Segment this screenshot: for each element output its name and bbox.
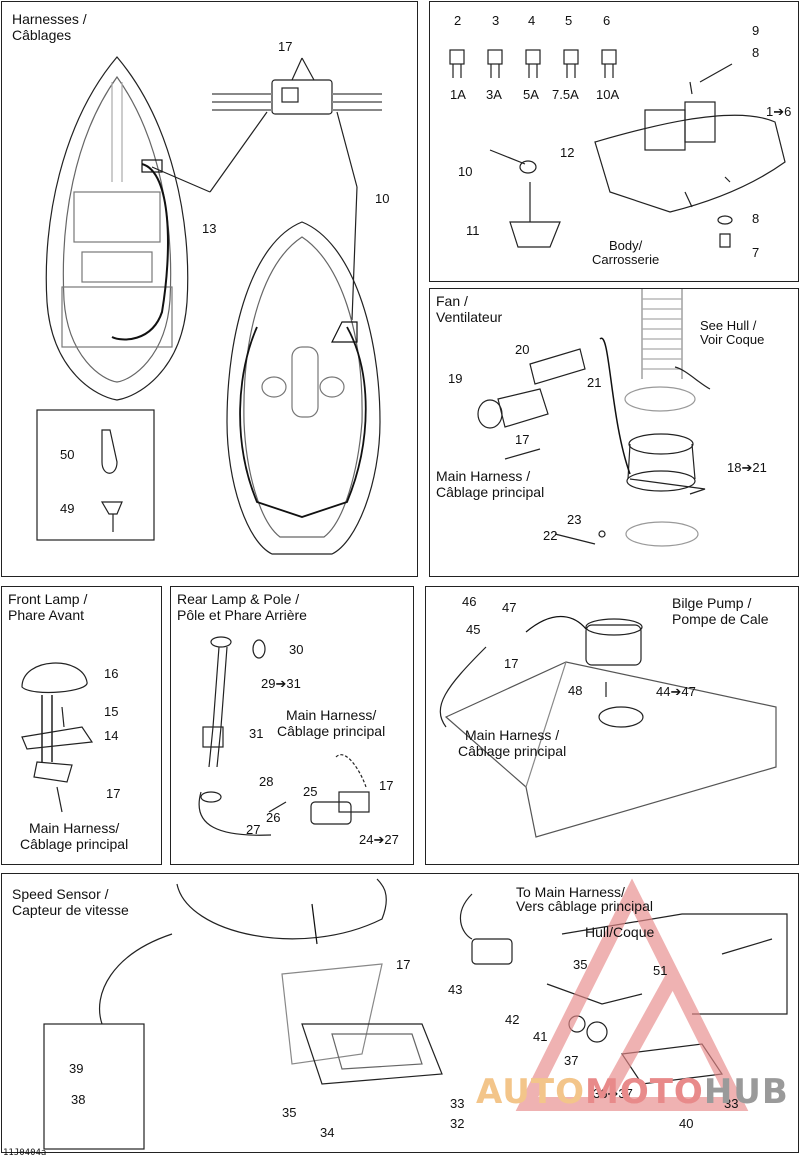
fuse-box-panel: 2 3 4 5 6 1A 3A 5A 7.5A 10A 9 8 1➔6 12 1… <box>429 1 799 282</box>
label-14: 14 <box>104 728 119 743</box>
label-7: 7 <box>752 245 760 260</box>
fuse-box-illustration <box>449 49 786 248</box>
fuse-number-6: 6 <box>603 13 611 28</box>
label-23: 23 <box>567 512 582 527</box>
label-32: 32 <box>450 1116 465 1131</box>
see-hull-label: See Hull / Voir Coque <box>700 318 765 347</box>
speed-sensor-title: Speed Sensor / Capteur de vitesse <box>12 886 129 918</box>
label-42: 42 <box>505 1012 520 1027</box>
harnesses-title: Harnesses / Câblages <box>12 11 87 43</box>
label-43: 43 <box>448 982 463 997</box>
front-lamp-main-harness-label: Main Harness/ Câblage principal <box>20 820 129 852</box>
label-18-21: 18➔21 <box>727 460 767 475</box>
label-17: 17 <box>278 39 293 54</box>
label-10: 10 <box>458 164 473 179</box>
label-30: 30 <box>289 642 304 657</box>
label-16: 16 <box>104 666 119 681</box>
label-17: 17 <box>515 432 530 447</box>
label-37: 37 <box>564 1053 579 1068</box>
label-8-top: 8 <box>752 45 760 60</box>
rear-lamp-main-harness-label: Main Harness/ Câblage principal <box>277 707 386 739</box>
label-20: 20 <box>515 342 530 357</box>
harnesses-panel: Harnesses / Câblages <box>1 1 418 577</box>
label-21: 21 <box>587 375 602 390</box>
label-31: 31 <box>249 726 264 741</box>
label-1-6: 1➔6 <box>766 104 792 119</box>
fuse-number-5: 5 <box>565 13 573 28</box>
label-36-37: 36➔37 <box>593 1086 633 1101</box>
harnesses-illustration <box>36 56 382 555</box>
figure-code: 11J0404a <box>3 1148 47 1158</box>
bilge-pump-illustration <box>439 615 777 838</box>
fan-main-harness-label: Main Harness / Câblage principal <box>436 468 545 500</box>
fuse-rating-1a: 1A <box>450 87 466 102</box>
label-41: 41 <box>533 1029 548 1044</box>
to-main-harness-label: To Main Harness/ Vers câblage principal <box>516 884 653 914</box>
fuse-rating-10a: 10A <box>596 87 620 102</box>
label-28: 28 <box>259 774 274 789</box>
fuse-number-4: 4 <box>528 13 536 28</box>
label-49: 49 <box>60 501 75 516</box>
rear-lamp-panel: Rear Lamp & Pole / Pôle et Phare Arrière… <box>170 586 414 865</box>
fan-panel: Fan / Ventilateur See Hull / Voir Coque … <box>429 288 799 577</box>
label-47: 47 <box>502 600 517 615</box>
label-11: 11 <box>466 223 480 238</box>
label-17: 17 <box>106 786 121 801</box>
label-29-31: 29➔31 <box>261 676 301 691</box>
label-22: 22 <box>543 528 558 543</box>
watermark-logo <box>515 878 749 1111</box>
speed-sensor-illustration <box>43 878 788 1150</box>
label-10: 10 <box>375 191 390 206</box>
label-38: 38 <box>71 1092 86 1107</box>
bilge-pump-panel: Bilge Pump / Pompe de Cale 46 47 45 17 4… <box>425 586 799 865</box>
body-label: Body/ Carrosserie <box>592 238 660 267</box>
label-35-hull: 35 <box>573 957 588 972</box>
fan-illustration <box>477 289 711 547</box>
label-33: 33 <box>450 1096 465 1111</box>
rear-lamp-illustration <box>198 636 370 836</box>
label-17: 17 <box>504 656 519 671</box>
speed-sensor-panel: Speed Sensor / Capteur de vitesse To Mai… <box>1 873 799 1153</box>
label-12: 12 <box>560 145 575 160</box>
label-9: 9 <box>752 23 760 38</box>
label-13: 13 <box>202 221 217 236</box>
fuse-rating-3a: 3A <box>486 87 502 102</box>
label-19: 19 <box>448 371 463 386</box>
label-24-27: 24➔27 <box>359 832 399 847</box>
watermark-text: AUTOMOTOHUB <box>476 1072 789 1112</box>
label-15: 15 <box>104 704 119 719</box>
label-46: 46 <box>462 594 477 609</box>
label-48: 48 <box>568 683 583 698</box>
label-8-bottom: 8 <box>752 211 760 226</box>
fuse-rating-5a: 5A <box>523 87 539 102</box>
label-35: 35 <box>282 1105 297 1120</box>
fuse-number-2: 2 <box>454 13 462 28</box>
bilge-main-harness-label: Main Harness / Câblage principal <box>458 727 567 759</box>
front-lamp-illustration <box>21 662 94 813</box>
label-44-47: 44➔47 <box>656 684 696 699</box>
hull-coque-label: Hull/Coque <box>585 924 655 940</box>
label-39: 39 <box>69 1061 84 1076</box>
fan-title: Fan / Ventilateur <box>436 293 503 325</box>
label-40: 40 <box>679 1116 694 1131</box>
label-50: 50 <box>60 447 75 462</box>
bilge-pump-title: Bilge Pump / Pompe de Cale <box>672 595 769 627</box>
label-17: 17 <box>396 957 411 972</box>
label-25: 25 <box>303 784 318 799</box>
front-lamp-panel: Front Lamp / Phare Avant 16 15 14 17 Mai… <box>1 586 162 865</box>
label-45: 45 <box>466 622 481 637</box>
label-26: 26 <box>266 810 281 825</box>
label-27: 27 <box>246 822 261 837</box>
label-33-right: 33 <box>724 1096 739 1111</box>
rear-lamp-title: Rear Lamp & Pole / Pôle et Phare Arrière <box>177 591 307 623</box>
front-lamp-title: Front Lamp / Phare Avant <box>8 591 88 623</box>
fuse-rating-7-5a: 7.5A <box>552 87 579 102</box>
label-17: 17 <box>379 778 394 793</box>
label-51: 51 <box>653 963 668 978</box>
label-34: 34 <box>320 1125 335 1140</box>
fuse-number-3: 3 <box>492 13 500 28</box>
